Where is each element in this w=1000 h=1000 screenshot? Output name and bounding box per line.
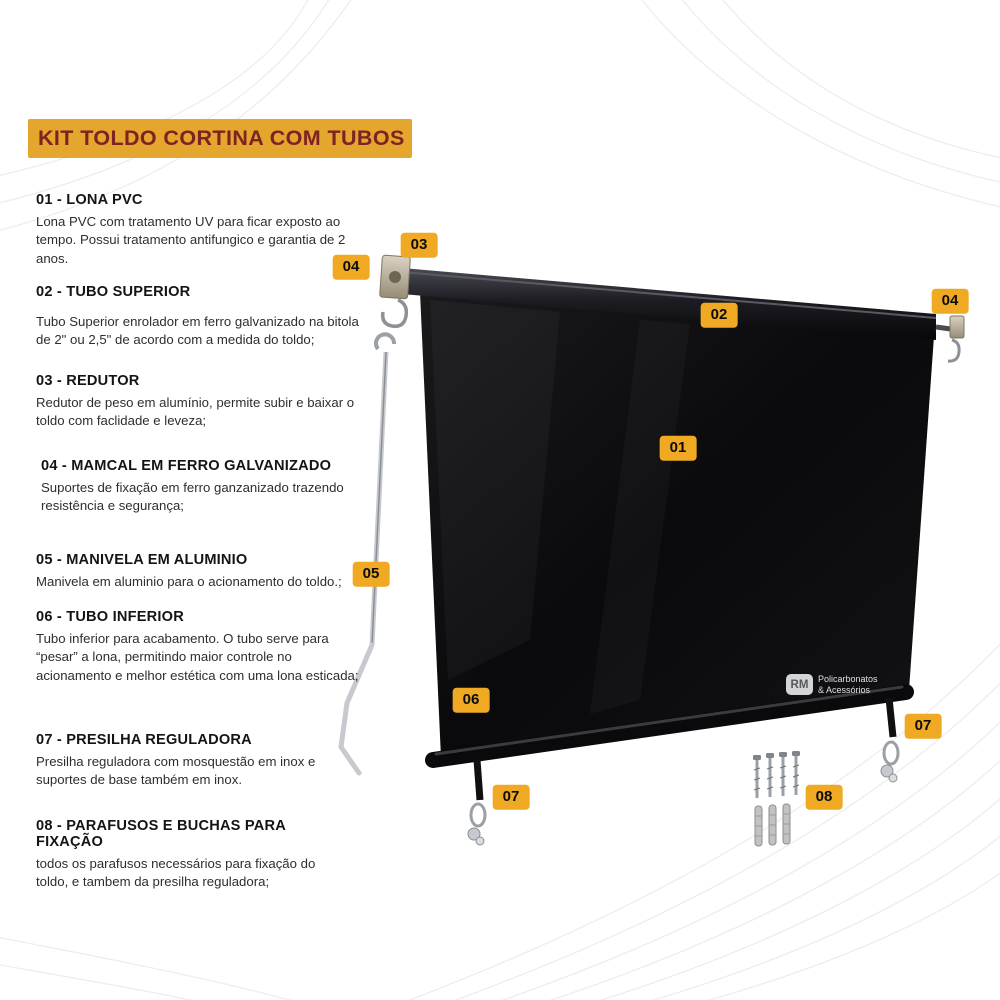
brand-line2: & Acessórios: [818, 684, 871, 695]
item-body: Tubo Superior enrolador em ferro galvani…: [36, 314, 359, 348]
strap-hook-left: [467, 759, 487, 846]
item-heading: 07 - PRESILHA REGULADORA: [36, 732, 252, 748]
feature-item-05: 05 - MANIVELA EM ALUMINIO Manivela em al…: [36, 552, 368, 591]
item-body: Redutor de peso em alumínio, permite sub…: [36, 395, 355, 429]
part-badge-06: 06: [452, 687, 490, 713]
right-bracket: [935, 315, 965, 363]
part-badge-02: 02: [700, 302, 738, 328]
brand-line1: Policarbonatos: [818, 674, 878, 684]
item-heading: 05 - MANIVELA EM ALUMINIO: [36, 552, 248, 568]
title-banner: KIT TOLDO CORTINA COM TUBOS: [28, 119, 412, 158]
feature-item-06: 06 - TUBO INFERIOR Tubo inferior para ac…: [36, 609, 368, 685]
brand-name: Policarbonatos & Acessórios: [818, 674, 878, 696]
strap-hook-right: [880, 697, 900, 783]
feature-item-08: 08 - PARAFUSOS E BUCHAS PARA FIXAÇÃO tod…: [36, 818, 336, 892]
item-body: todos os parafusos necessários para fixa…: [36, 856, 316, 890]
item-body: Tubo inferior para acabamento. O tubo se…: [36, 631, 359, 683]
feature-item-01: 01 - LONA PVC Lona PVC com tratamento UV…: [36, 192, 368, 268]
item-body: Presilha reguladora com mosquestão em in…: [36, 754, 316, 788]
part-badge-04-left: 04: [332, 254, 370, 280]
bottom-tube: [425, 684, 914, 768]
item-body: Lona PVC com tratamento UV para ficar ex…: [36, 214, 346, 266]
item-heading: 08 - PARAFUSOS E BUCHAS PARA FIXAÇÃO: [36, 818, 286, 850]
item-heading: 01 - LONA PVC: [36, 192, 143, 208]
item-heading: 03 - REDUTOR: [36, 373, 140, 389]
part-badge-03: 03: [400, 232, 438, 258]
part-badge-04-right: 04: [931, 288, 969, 314]
feature-item-03: 03 - REDUTOR Redutor de peso em alumínio…: [36, 373, 368, 431]
item-heading: 02 - TUBO SUPERIOR: [36, 284, 191, 300]
part-badge-07-right: 07: [904, 713, 942, 739]
feature-item-02: 02 - TUBO SUPERIOR Tubo Superior enrolad…: [36, 284, 368, 350]
brand-watermark: RM Policarbonatos & Acessórios: [786, 674, 878, 696]
feature-item-07: 07 - PRESILHA REGULADORA Presilha regula…: [36, 732, 368, 790]
item-heading: 06 - TUBO INFERIOR: [36, 609, 184, 625]
part-badge-01: 01: [659, 435, 697, 461]
crank-handle: [338, 332, 396, 776]
item-body: Suportes de fixação em ferro ganzanizado…: [41, 480, 344, 514]
top-tube: [401, 268, 937, 340]
screws-anchors: [753, 751, 800, 847]
part-badge-07-left: 07: [492, 784, 530, 810]
brand-logo: RM: [786, 674, 813, 696]
page-title: KIT TOLDO CORTINA COM TUBOS: [38, 126, 405, 150]
part-badge-05: 05: [352, 561, 390, 587]
item-body: Manivela em aluminio para o acionamento …: [36, 574, 342, 589]
canvas-lona: [420, 292, 934, 758]
left-bracket: [379, 254, 411, 329]
feature-item-04: 04 - MAMCAL EM FERRO GALVANIZADO Suporte…: [36, 458, 361, 516]
part-badge-08: 08: [805, 784, 843, 810]
item-heading: 04 - MAMCAL EM FERRO GALVANIZADO: [41, 458, 332, 474]
